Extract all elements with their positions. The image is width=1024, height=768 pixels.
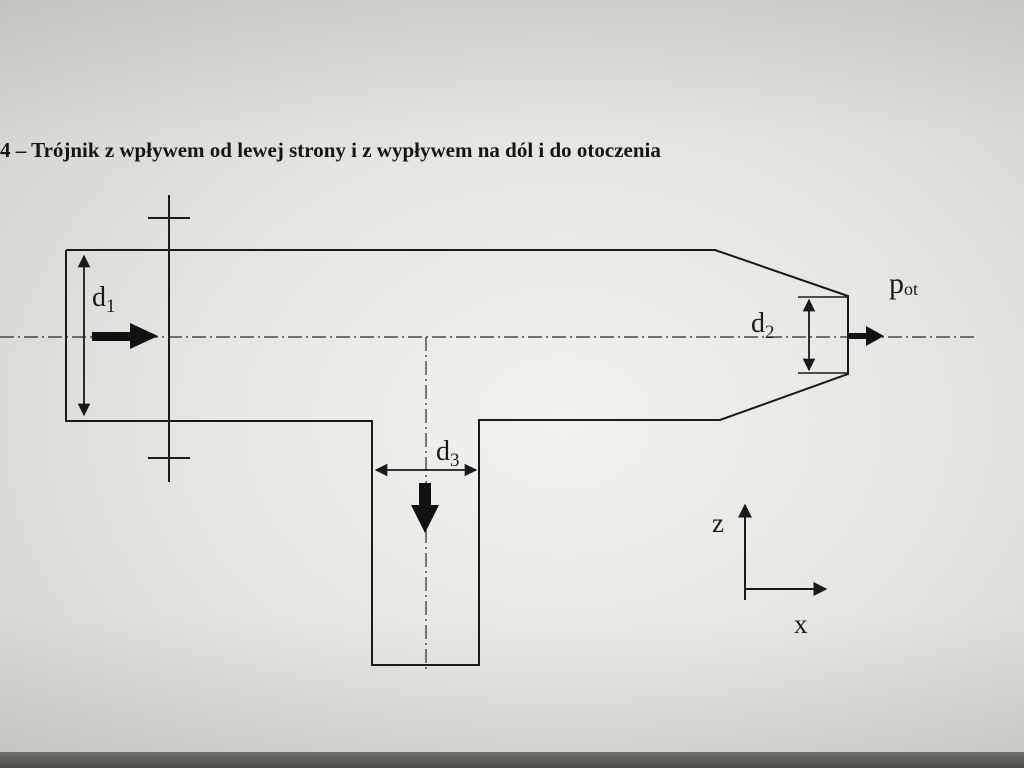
- label-axis-x: x: [794, 609, 808, 639]
- label-d1: d1: [92, 282, 116, 317]
- label-p-ot: pot: [889, 267, 918, 300]
- outlet-flow-arrow-right: [848, 326, 884, 346]
- next-text-strip: [0, 752, 1024, 768]
- inlet-flow-arrow: [92, 323, 158, 349]
- label-axis-z: z: [712, 508, 724, 538]
- pipe-outline: [65, 249, 849, 666]
- label-d2: d2: [751, 308, 775, 343]
- outlet-flow-arrow-down: [411, 483, 439, 533]
- label-d3: d3: [436, 436, 460, 471]
- figure-heading: 4 – Trójnik z wpływem od lewej strony i …: [0, 138, 661, 162]
